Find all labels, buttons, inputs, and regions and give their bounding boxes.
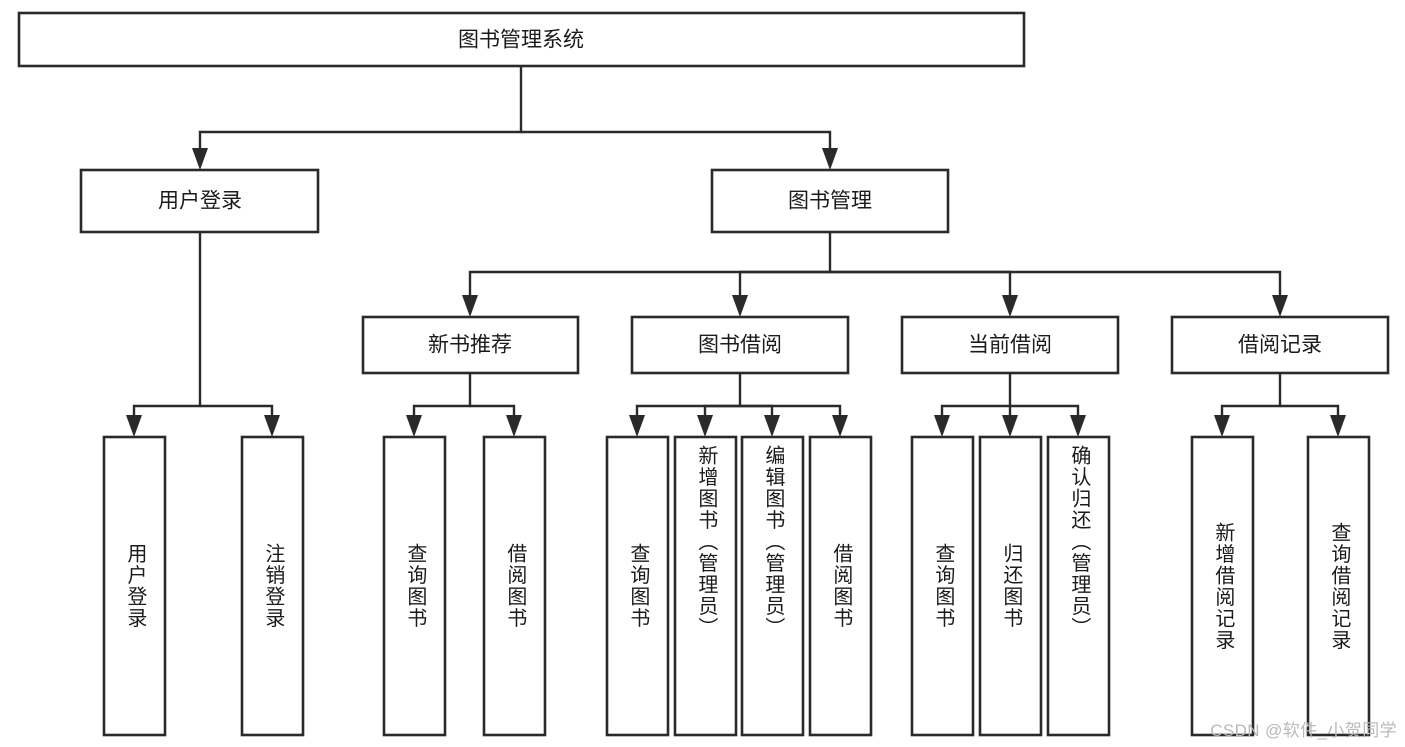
arrow-root-to-book-manage xyxy=(822,148,838,170)
connector-nbr-to-leaf-borrow-book xyxy=(470,404,516,419)
arrow-bm-to-new-book-rec xyxy=(462,295,478,317)
node-current-borrow-label: 当前借阅 xyxy=(968,334,1052,357)
node-current-borrow-box[interactable] xyxy=(900,315,1120,375)
connector-bb-to-leaf-add-book xyxy=(703,404,740,419)
connector-bm-to-book-borrow xyxy=(738,270,830,299)
arrow-bm-to-book-borrow xyxy=(732,295,748,317)
node-root[interactable]: 图书管理系统 xyxy=(17,11,1026,68)
arrow-bb-to-leaf-query-book xyxy=(629,415,645,437)
node-user-login[interactable]: 用户登录 xyxy=(79,168,320,234)
connector-br-to-leaf-add-record xyxy=(1220,373,1282,419)
arrow-br-to-leaf-add-record xyxy=(1214,415,1230,437)
node-leaf-return-book-box[interactable] xyxy=(978,435,1043,737)
connector-ul-to-leaf-logout xyxy=(200,404,274,419)
arrow-br-to-leaf-query-record xyxy=(1330,415,1346,437)
node-new-book-rec-box[interactable] xyxy=(361,315,580,375)
node-new-book-rec-label: 新书推荐 xyxy=(428,334,512,357)
connector-ul-to-leaf-user-login xyxy=(132,232,202,419)
connector-bm-to-current-borrow xyxy=(830,270,1012,299)
arrow-nbr-to-leaf-query-book xyxy=(406,415,422,437)
node-book-borrow-label: 图书借阅 xyxy=(698,334,782,357)
node-new-book-rec[interactable]: 新书推荐 xyxy=(361,315,580,375)
arrow-bm-to-current-borrow xyxy=(1002,295,1018,317)
node-leaf-borrow-book-2-box[interactable] xyxy=(808,435,873,737)
connector-layer xyxy=(126,66,1346,437)
node-book-borrow-box[interactable] xyxy=(630,315,850,375)
arrow-cb-to-leaf-return-book xyxy=(1002,415,1018,437)
connector-bb-to-leaf-query-book xyxy=(635,373,742,419)
arrow-ul-to-leaf-logout xyxy=(264,415,280,437)
arrow-bb-to-leaf-add-book xyxy=(697,415,713,437)
node-book-borrow[interactable]: 图书借阅 xyxy=(630,315,850,375)
node-user-login-label: 用户登录 xyxy=(158,190,242,213)
node-leaf-query-record-box[interactable] xyxy=(1306,435,1371,737)
connector-cb-to-leaf-query-book xyxy=(940,373,1012,419)
node-root-box[interactable] xyxy=(17,11,1026,68)
arrow-cb-to-leaf-confirm-return xyxy=(1070,415,1086,437)
node-leaf-add-record-box[interactable] xyxy=(1190,435,1255,737)
node-book-manage[interactable]: 图书管理 xyxy=(710,168,950,234)
arrow-ul-to-leaf-user-login xyxy=(126,415,142,437)
connector-root-to-user-login xyxy=(198,66,523,152)
connector-cb-to-leaf-confirm-return xyxy=(1010,404,1080,419)
node-book-manage-label: 图书管理 xyxy=(788,190,872,213)
node-leaf-add-book-box[interactable] xyxy=(673,435,738,737)
arrow-bm-to-borrow-record xyxy=(1272,295,1288,317)
node-borrow-record[interactable]: 借阅记录 xyxy=(1170,315,1390,375)
csdn-watermark: CSDN @软件_小贺同学 xyxy=(1210,721,1397,740)
node-leaf-confirm-return-box[interactable] xyxy=(1046,435,1111,737)
node-current-borrow[interactable]: 当前借阅 xyxy=(900,315,1120,375)
arrow-nbr-to-leaf-borrow-book xyxy=(506,415,522,437)
connector-bm-to-borrow-record xyxy=(830,270,1282,299)
arrow-bb-to-leaf-edit-book xyxy=(764,415,780,437)
connector-bb-to-leaf-borrow-book xyxy=(740,404,842,419)
node-leaf-borrow-book-1-box[interactable] xyxy=(482,435,547,737)
node-borrow-record-box[interactable] xyxy=(1170,315,1390,375)
connector-root-to-book-manage xyxy=(521,130,832,152)
node-user-login-box[interactable] xyxy=(79,168,320,234)
node-leaf-query-book-1-box[interactable] xyxy=(382,435,447,737)
node-leaf-logout-box[interactable] xyxy=(240,435,305,737)
node-leaf-edit-book-box[interactable] xyxy=(740,435,805,737)
node-book-manage-box[interactable] xyxy=(710,168,950,234)
arrow-root-to-user-login xyxy=(192,148,208,170)
node-leaf-query-book-2-box[interactable] xyxy=(605,435,670,737)
arrow-cb-to-leaf-query-book xyxy=(934,415,950,437)
leaf-node-layer xyxy=(102,435,1371,737)
connector-bm-to-new-book-rec xyxy=(468,232,832,299)
node-leaf-query-book-3-box[interactable] xyxy=(910,435,975,737)
node-leaf-user-login-box[interactable] xyxy=(102,435,167,737)
connector-br-to-leaf-query-record xyxy=(1280,404,1340,419)
arrow-bb-to-leaf-borrow-book xyxy=(832,415,848,437)
node-root-label: 图书管理系统 xyxy=(458,29,584,52)
connector-nbr-to-leaf-query-book xyxy=(412,373,472,419)
node-borrow-record-label: 借阅记录 xyxy=(1238,334,1322,357)
